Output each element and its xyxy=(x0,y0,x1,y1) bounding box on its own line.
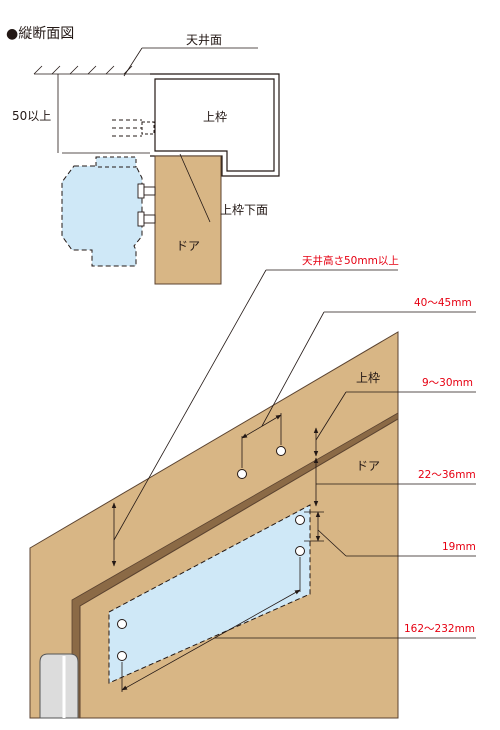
closer-top-cap xyxy=(95,156,137,168)
plate-height-dimension: 19mm xyxy=(442,541,476,553)
ceiling-height-label: 天井高さ50mm以上 xyxy=(302,254,399,267)
plate-length-dimension: 162～232mm xyxy=(404,623,475,635)
door-screw-lower xyxy=(137,211,156,227)
frame-underside-label: 上枠下面 xyxy=(220,203,268,217)
upper-frame-label: 上枠 xyxy=(203,110,227,124)
door-screw-upper xyxy=(137,183,156,199)
frame-offset-dimension: 9～30mm xyxy=(422,377,473,389)
ceiling-label: 天井面 xyxy=(186,33,222,47)
frame-hole-right xyxy=(276,446,286,456)
plate-hole-top-left xyxy=(117,619,127,629)
perspective-upper-frame-label: 上枠 xyxy=(356,371,380,385)
door-section xyxy=(154,155,222,285)
upper-frame-profile-inner xyxy=(154,78,275,172)
frame-hole-left xyxy=(237,469,247,479)
door-offset-dimension: 22～36mm xyxy=(418,469,476,481)
door-closer-body-dashed xyxy=(61,165,143,267)
door-label: ドア xyxy=(176,239,200,253)
plate-hole-top-right xyxy=(295,515,305,525)
perspective-door-label: ドア xyxy=(356,459,380,473)
perspective-view: 天井高さ50mm以上 40～45mm 上枠 9～30mm ドア 22～36mm … xyxy=(29,254,476,719)
vertical-section: 天井面 50以上 上枠 ドア 上枠下面 xyxy=(12,33,280,285)
clearance-dimension-label: 50以上 xyxy=(12,109,51,123)
frame-screw-dashed xyxy=(141,121,155,135)
plate-hole-bottom-left xyxy=(117,651,127,661)
hinge-pillar xyxy=(39,653,79,719)
ceiling-hatching xyxy=(33,65,133,75)
plate-hole-bottom-right xyxy=(295,546,305,556)
arm-bracket-dashed xyxy=(112,119,142,137)
hole-pitch-dimension: 40～45mm xyxy=(414,297,472,309)
diagram-title: ●縦断面図 xyxy=(6,26,74,42)
